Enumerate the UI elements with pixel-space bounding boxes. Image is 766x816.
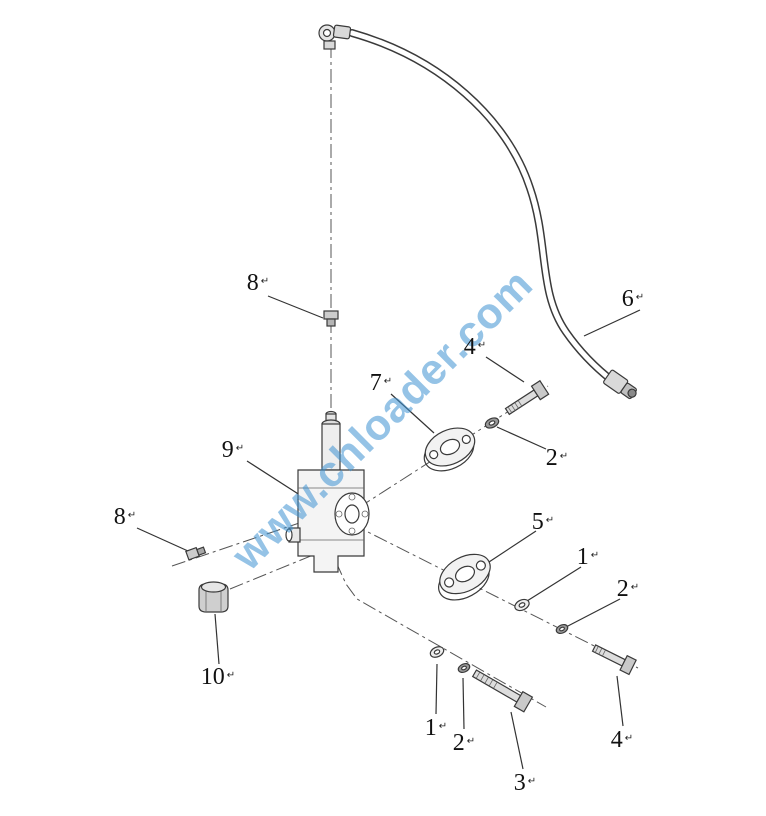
return-mark: ↵ (477, 340, 487, 351)
return-mark: ↵ (559, 451, 569, 462)
callout-number: 2 (616, 576, 629, 602)
callout-8-left: 8↵ (114, 505, 136, 529)
return-mark: ↵ (590, 550, 600, 561)
callout-number: 6 (621, 286, 634, 312)
callout-number: 2 (452, 730, 465, 756)
flange-7 (423, 427, 476, 472)
callout-1-bottom: 1↵ (425, 716, 447, 740)
return-mark: ↵ (527, 776, 537, 787)
return-mark: ↵ (635, 292, 645, 303)
callout-number: 3 (513, 770, 526, 796)
return-mark: ↵ (260, 276, 270, 287)
bolt-4-top (504, 379, 550, 416)
washer-2-top (484, 417, 500, 429)
bolt-4-bottom (591, 644, 637, 676)
return-mark: ↵ (226, 670, 236, 681)
callout-5: 5↵ (532, 510, 554, 534)
return-mark: ↵ (466, 736, 476, 747)
callout-number: 1 (424, 715, 437, 741)
hose-end-fitting (603, 369, 637, 400)
washer-2-right (555, 623, 569, 635)
leader-lines (136, 295, 641, 770)
return-mark: ↵ (438, 721, 448, 732)
callout-number: 7 (369, 370, 382, 396)
callout-8-top: 8↵ (247, 271, 269, 295)
return-mark: ↵ (630, 582, 640, 593)
callout-number: 4 (463, 334, 476, 360)
callout-6: 6↵ (622, 287, 644, 311)
callout-number: 5 (531, 509, 544, 535)
return-mark: ↵ (545, 515, 555, 526)
callout-3: 3↵ (514, 771, 536, 795)
center-lines (171, 44, 639, 708)
hose (348, 29, 637, 400)
return-mark: ↵ (127, 510, 137, 521)
washer-2-bottom (457, 662, 471, 674)
callout-10: 10↵ (201, 665, 235, 689)
fitting-8-top (323, 310, 339, 327)
callout-number: 8 (246, 270, 259, 296)
callout-9: 9↵ (222, 438, 244, 462)
flange-5 (438, 553, 491, 601)
callout-number: 1 (576, 544, 589, 570)
callout-number: 2 (545, 445, 558, 471)
elbow-fitting (318, 24, 352, 50)
fitting-8-left (185, 546, 207, 561)
callout-number: 9 (221, 437, 234, 463)
callout-number: 4 (610, 727, 623, 753)
return-mark: ↵ (235, 443, 245, 454)
valve-body (285, 410, 370, 573)
callout-2-top: 2↵ (546, 446, 568, 470)
callout-7: 7↵ (370, 371, 392, 395)
return-mark: ↵ (624, 733, 634, 744)
callout-number: 8 (113, 504, 126, 530)
callout-2-bottom: 2↵ (453, 731, 475, 755)
nut-10 (198, 581, 229, 613)
return-mark: ↵ (383, 376, 393, 387)
callout-1-right: 1↵ (577, 545, 599, 569)
callout-4-bottom: 4↵ (611, 728, 633, 752)
callout-4-top: 4↵ (464, 335, 486, 359)
bolt-3 (471, 669, 534, 713)
washer-1-bottom (429, 646, 445, 658)
washer-1-right (514, 598, 530, 612)
callout-2-right: 2↵ (617, 577, 639, 601)
callout-number: 10 (200, 664, 225, 690)
